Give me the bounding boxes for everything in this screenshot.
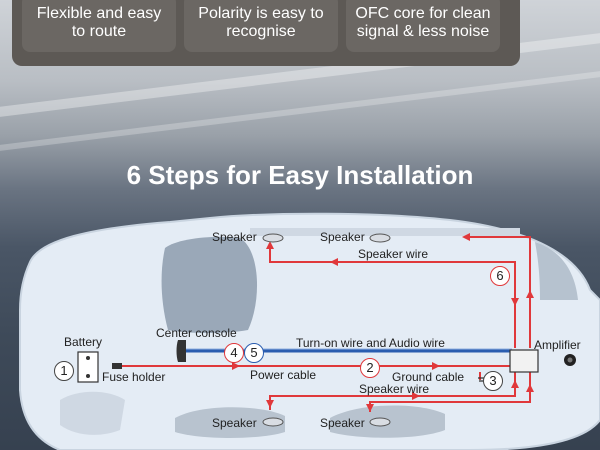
window-top bbox=[250, 228, 520, 236]
step-5-badge: 5 bbox=[244, 343, 264, 363]
battery bbox=[77, 351, 99, 383]
page-title: 6 Steps for Easy Installation bbox=[126, 160, 474, 190]
speaker-label-top-right: Speaker bbox=[320, 230, 365, 244]
fuse-holder bbox=[112, 363, 122, 369]
rear-window bbox=[535, 242, 578, 300]
step-6-badge: 6 bbox=[490, 266, 510, 286]
amplifier bbox=[509, 349, 539, 373]
step-1-badge: 1 bbox=[54, 361, 74, 381]
speaker-wire-top-label: Speaker wire bbox=[358, 247, 429, 261]
turn-on-wire-label: Turn-on wire and Audio wire bbox=[296, 336, 445, 350]
battery-label: Battery bbox=[64, 335, 103, 349]
step-3-badge: 3 bbox=[483, 371, 503, 391]
speaker-label-bottom-right: Speaker bbox=[320, 416, 365, 430]
center-console bbox=[176, 340, 186, 362]
seat-left bbox=[175, 407, 285, 438]
speaker-label-top-left: Speaker bbox=[212, 230, 257, 244]
step-2-badge: 2 bbox=[360, 358, 380, 378]
ground-cable-label: Ground cable bbox=[392, 370, 465, 384]
amplifier-label: Amplifier bbox=[534, 338, 581, 352]
windshield bbox=[161, 236, 258, 333]
dash-area bbox=[60, 391, 125, 435]
feature-card-flexible: Flexible and easy to route bbox=[22, 0, 176, 52]
step-4-badge: 4 bbox=[224, 343, 244, 363]
center-console-label: Center console bbox=[156, 326, 237, 340]
feature-card-polarity: Polarity is easy to recognise bbox=[184, 0, 338, 52]
feature-card-ofc: OFC core for clean signal & less noise bbox=[346, 0, 500, 52]
speaker-label-bottom-left: Speaker bbox=[212, 416, 257, 430]
speaker-icons bbox=[262, 233, 391, 427]
arrows bbox=[232, 233, 534, 412]
power-cable-label: Power cable bbox=[250, 368, 317, 382]
speaker-wire-bottom-label: Speaker wire bbox=[359, 382, 430, 396]
fuse-holder-label: Fuse holder bbox=[102, 370, 166, 384]
